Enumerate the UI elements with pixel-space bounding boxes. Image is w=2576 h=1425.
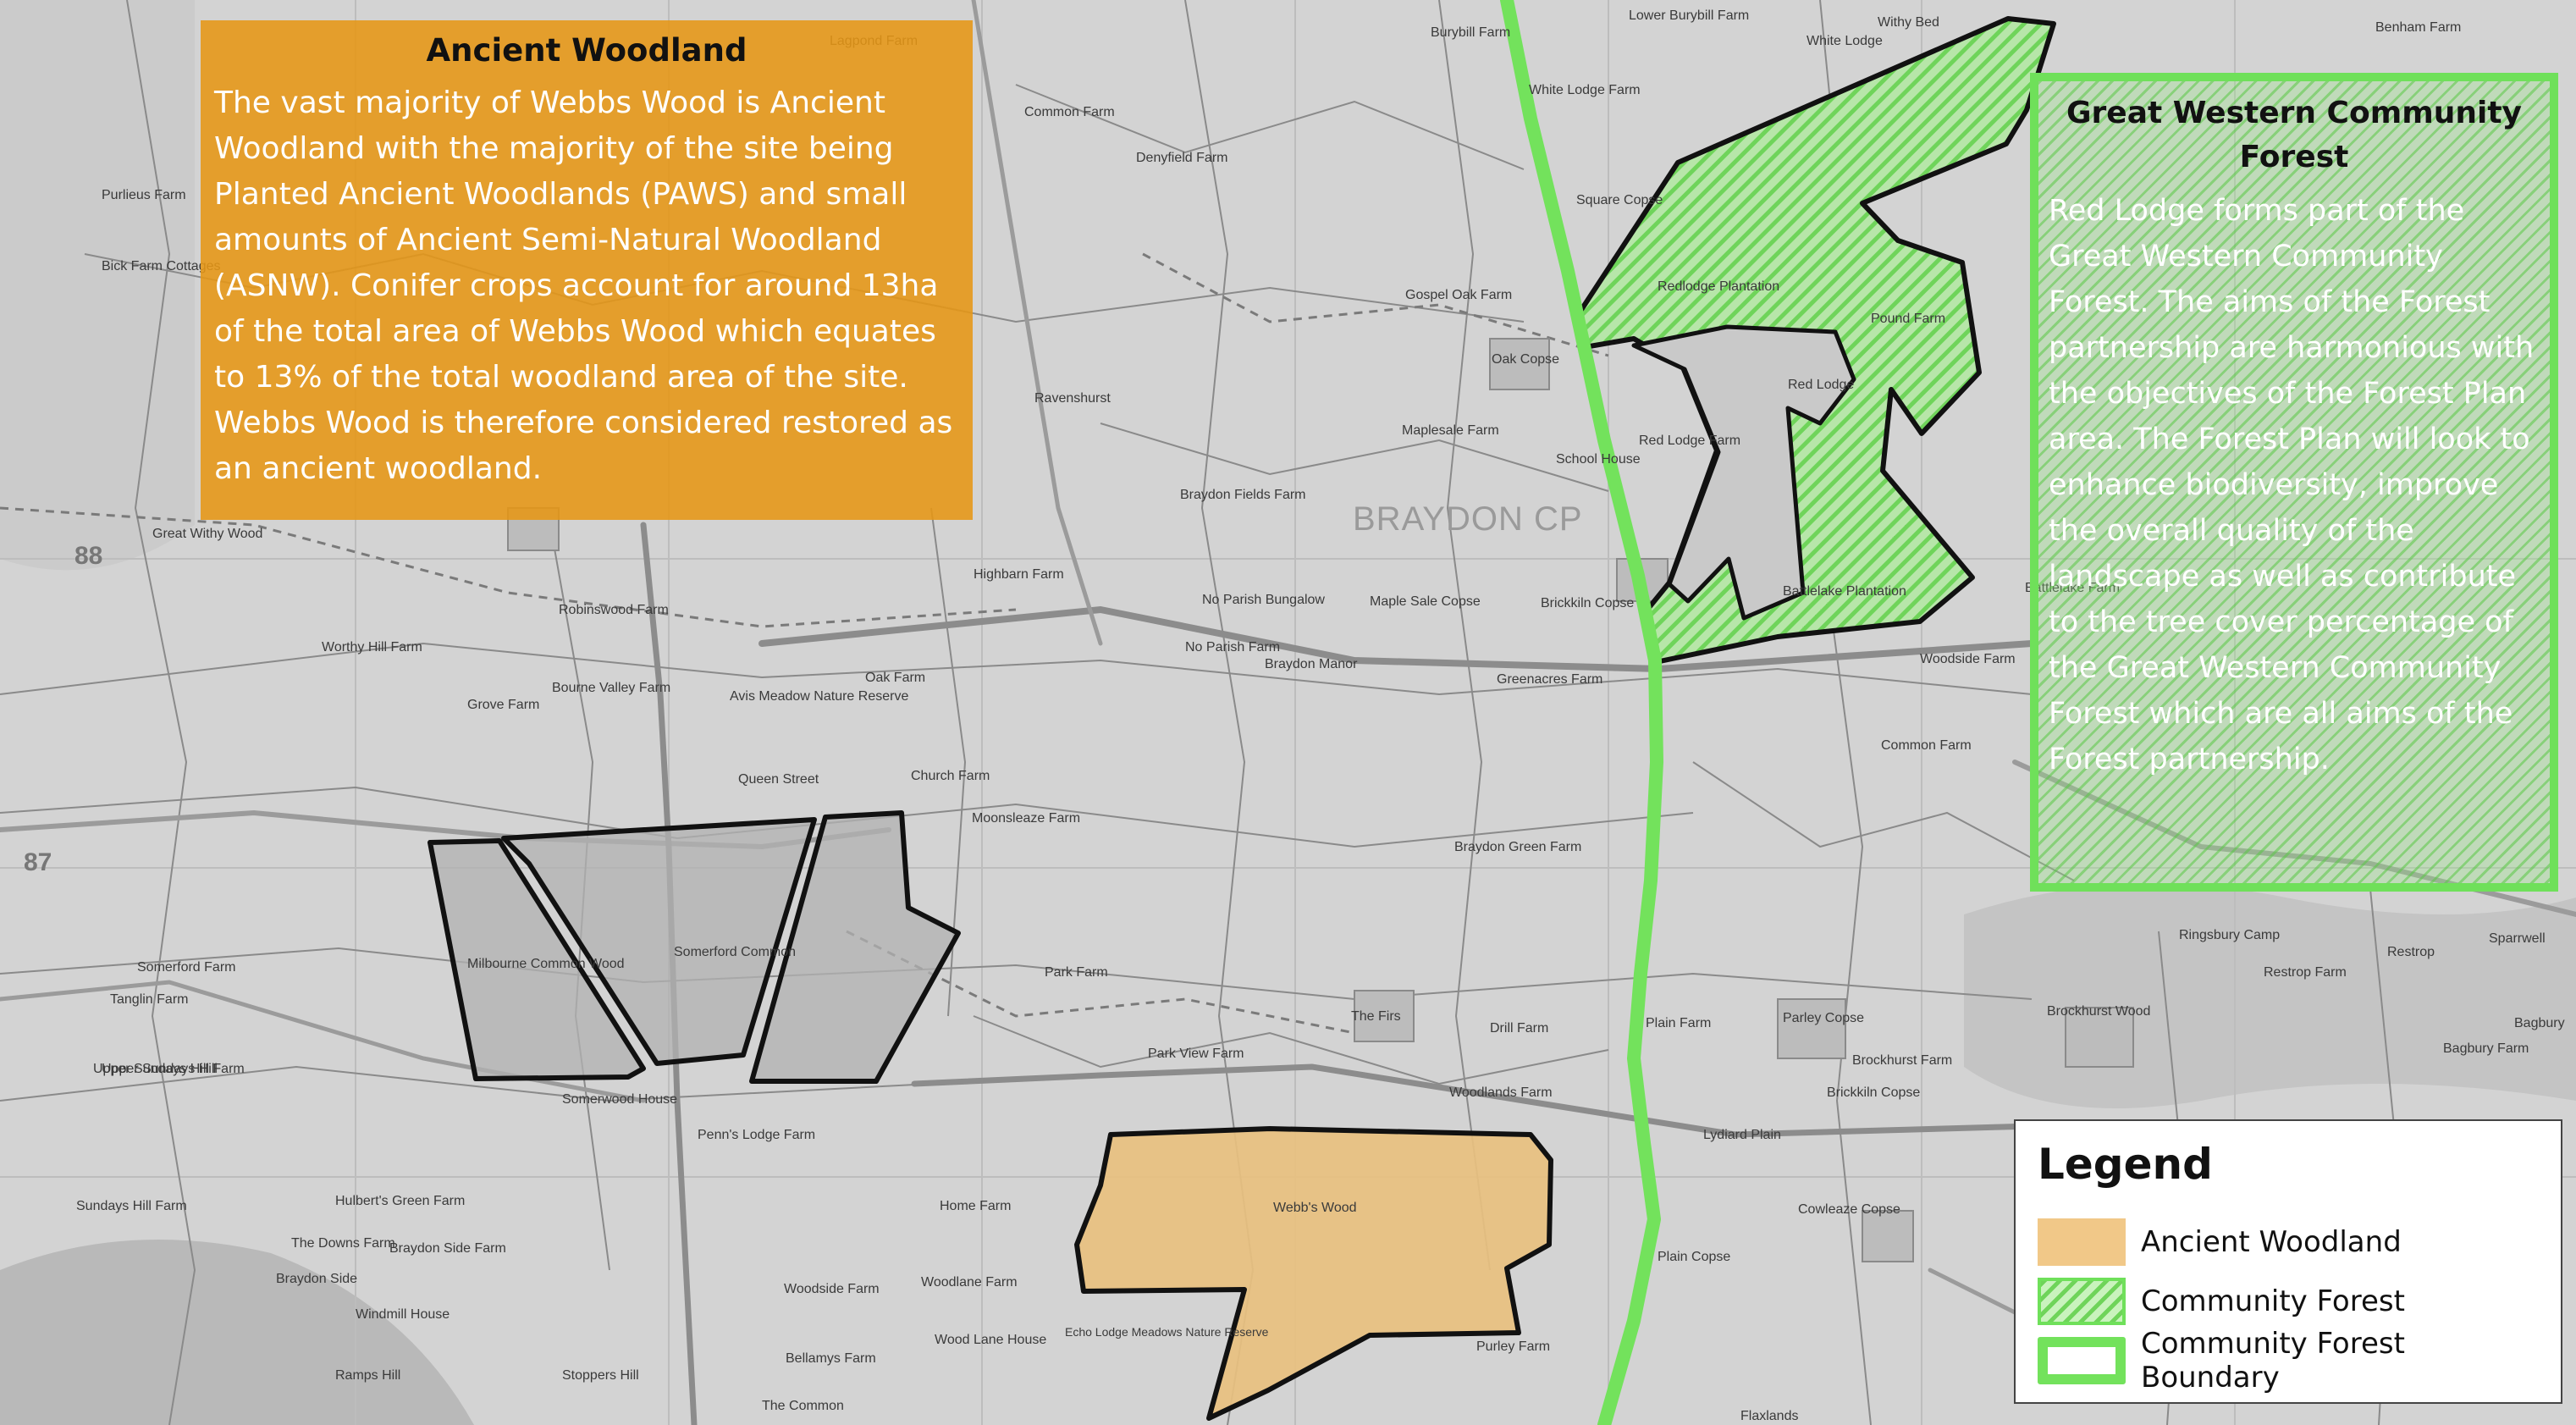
red-lodge-enclave [1631, 324, 1856, 621]
community-forest-swatch [2038, 1278, 2126, 1325]
milbourne-common-wood [427, 838, 646, 1081]
community-forest-title: Great Western Community Forest [2066, 96, 2522, 174]
ancient-woodland-panel: Ancient Woodland The vast majority of We… [201, 20, 973, 520]
legend-label: Community Forest [2141, 1284, 2405, 1318]
somerford-common [501, 817, 817, 1066]
legend-item-ancient-woodland: Ancient Woodland [2038, 1212, 2539, 1272]
map-legend: Legend Ancient Woodland Community Forest… [2014, 1119, 2562, 1404]
ancient-woodland-title: Ancient Woodland [426, 32, 747, 69]
webbs-wood-ancient-woodland [1074, 1126, 1553, 1421]
road [758, 605, 2035, 673]
legend-item-community-forest: Community Forest [2038, 1272, 2539, 1331]
legend-item-community-forest-boundary: Community Forest Boundary [2038, 1327, 2539, 1395]
ancient-woodland-swatch [2038, 1218, 2126, 1266]
woodland-blocks [427, 810, 961, 1084]
relief-shading [1964, 884, 2576, 1108]
legend-title: Legend [2038, 1140, 2213, 1189]
road [911, 1063, 2035, 1138]
community-forest-panel: Great Western Community Forest Red Lodge… [2030, 73, 2558, 892]
somerford-common-east [749, 810, 961, 1084]
ancient-woodland-text: The vast majority of Webbs Wood is Ancie… [214, 86, 953, 486]
community-forest-text: Red Lodge forms part of the Great Wester… [2049, 194, 2535, 776]
legend-label: Ancient Woodland [2141, 1225, 2402, 1259]
community-forest-boundary-swatch [2038, 1337, 2126, 1384]
community-forest-boundary [1500, 0, 1663, 1425]
legend-label: Community Forest Boundary [2141, 1327, 2405, 1395]
road [971, 0, 1103, 646]
